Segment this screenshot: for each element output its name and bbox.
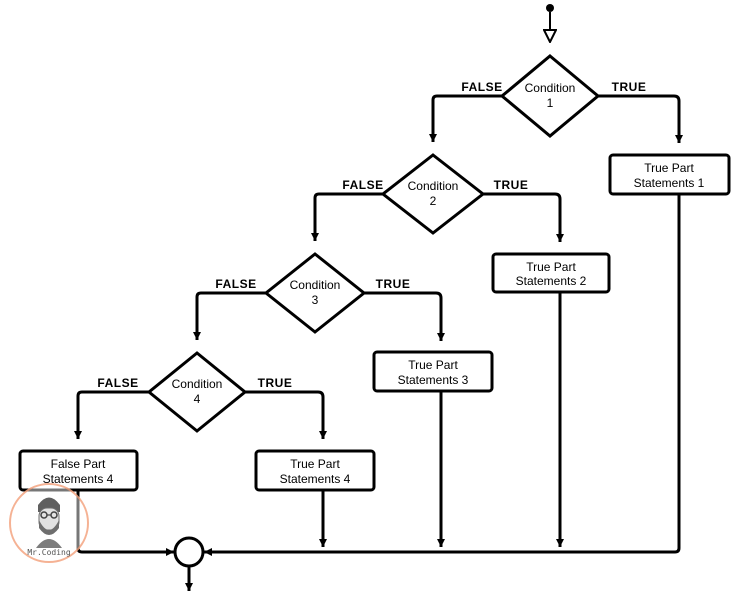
condition-3-true-edge <box>364 291 445 341</box>
false-statements-4-exit-edge <box>76 490 174 556</box>
condition-4-true-tag: TRUE <box>258 376 293 390</box>
statements-3-box <box>372 350 494 393</box>
condition-4-false-tag: FALSE <box>97 376 138 390</box>
condition-3-true-tag: TRUE <box>376 277 411 291</box>
statements-1-line1: True Part <box>644 161 694 175</box>
condition-3-label: Condition <box>290 278 341 292</box>
avatar-icon <box>36 497 62 548</box>
condition-2-true-edge <box>483 192 564 242</box>
watermark-logo: Mr.Coding <box>9 483 89 563</box>
condition-3-number: 3 <box>312 293 319 307</box>
statements-2-line1: True Part <box>526 260 576 274</box>
false-statements-4-line1: False Part <box>51 457 106 471</box>
true-statements-4-line1: True Part <box>290 457 340 471</box>
condition-4-label: Condition <box>172 377 223 391</box>
statements-1-exit-edge <box>204 194 681 556</box>
condition-2-false-edge <box>311 192 383 241</box>
condition-4-number: 4 <box>194 392 201 406</box>
condition-2-number: 2 <box>430 194 437 208</box>
condition-1-false-tag: FALSE <box>461 80 502 94</box>
statements-2-box <box>491 252 611 294</box>
condition-4-diamond <box>146 351 248 433</box>
start-node <box>546 4 554 12</box>
condition-4-true-edge <box>245 390 327 439</box>
condition-2-false-tag: FALSE <box>342 178 383 192</box>
condition-2-label: Condition <box>408 179 459 193</box>
statements-2-line2: Statements 2 <box>516 274 587 288</box>
statements-3-line2: Statements 3 <box>398 373 469 387</box>
condition-3-false-tag: FALSE <box>215 277 256 291</box>
statements-3-line1: True Part <box>408 358 458 372</box>
condition-2-diamond <box>380 153 486 235</box>
condition-1-false-edge <box>429 94 502 142</box>
watermark-text: Mr.Coding <box>27 548 71 557</box>
true-statements-4-box <box>254 449 376 492</box>
statements-1-line2: Statements 1 <box>634 176 705 190</box>
true-statements-4-line2: Statements 4 <box>280 472 351 486</box>
condition-3-false-edge <box>193 291 266 340</box>
condition-1-label: Condition <box>525 81 576 95</box>
statements-1-box <box>608 153 731 196</box>
condition-3-diamond <box>263 252 367 334</box>
merge-connector <box>173 536 205 568</box>
condition-1-true-edge <box>598 94 683 143</box>
condition-1-true-tag: TRUE <box>612 80 647 94</box>
condition-4-false-edge <box>74 390 149 439</box>
false-statements-4-line2: Statements 4 <box>43 472 114 486</box>
condition-2-true-tag: TRUE <box>494 178 529 192</box>
condition-1-diamond <box>499 54 601 138</box>
condition-1-number: 1 <box>547 96 554 110</box>
